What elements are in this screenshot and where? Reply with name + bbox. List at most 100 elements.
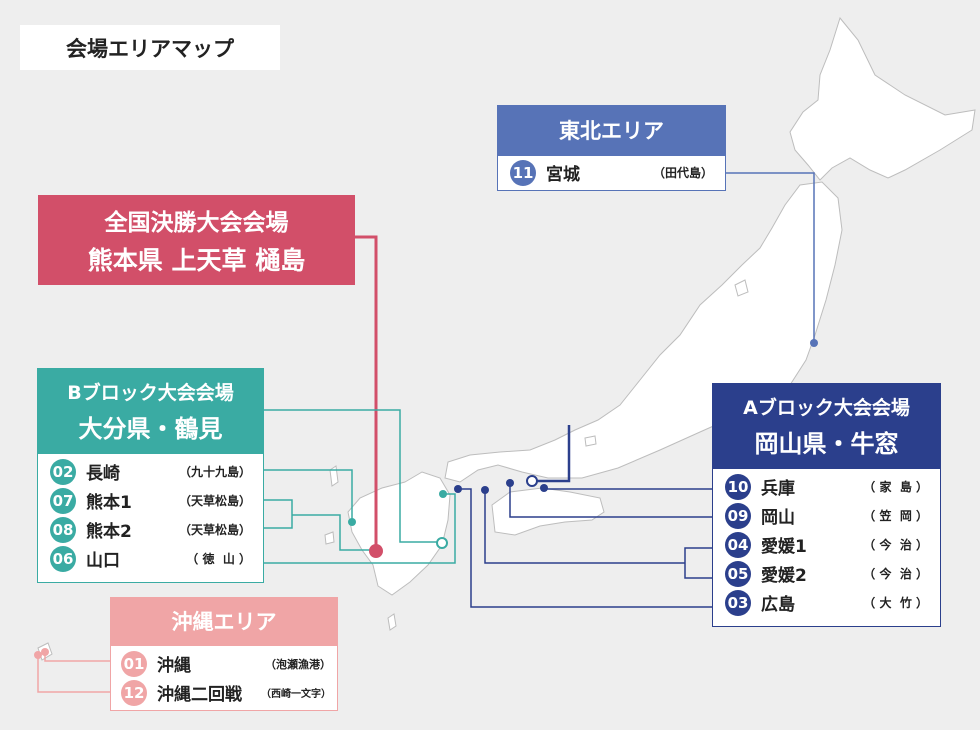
okayama-connector bbox=[509, 483, 712, 518]
venue-sub: （ 徳 山 ） bbox=[186, 552, 251, 566]
block-a-title: Aブロック大会会場 bbox=[743, 396, 910, 419]
shikoku bbox=[491, 487, 605, 536]
tsushima-island bbox=[329, 465, 339, 487]
tohoku-connector bbox=[726, 172, 815, 343]
venue-number-badge: 02 bbox=[50, 458, 76, 485]
venue-number-badge: 12 bbox=[121, 679, 147, 706]
venue-name: 熊本1 bbox=[86, 493, 132, 513]
venue-row: 02 長崎 （九十九島） bbox=[50, 457, 251, 486]
hokkaido bbox=[789, 16, 976, 181]
markers bbox=[34, 339, 818, 659]
goto-island bbox=[324, 531, 335, 545]
block-a-venue: 岡山県・牛窓 bbox=[754, 429, 899, 458]
venue-row: 12 沖縄二回戦 （西崎一文字） bbox=[121, 678, 331, 707]
venue-name: 岡山 bbox=[761, 508, 795, 528]
venue-row: 01 沖縄 （泡瀬漁港） bbox=[121, 649, 331, 678]
venue-number-badge: 10 bbox=[725, 473, 751, 500]
national-final-box: 全国決勝大会会場 熊本県 上天草 樋島 bbox=[38, 195, 355, 285]
venue-sub: （ 笠 岡 ） bbox=[863, 509, 928, 523]
venue-sub: （ 家 島 ） bbox=[863, 480, 928, 494]
nagasaki-marker bbox=[348, 518, 356, 526]
venue-row: 08 熊本2 （天草松島） bbox=[50, 515, 251, 544]
venue-row: 05 愛媛2 （ 今 治 ） bbox=[725, 559, 928, 588]
venue-number-badge: 04 bbox=[725, 531, 751, 558]
venue-sub: （ 今 治 ） bbox=[863, 567, 928, 581]
oita-connector bbox=[264, 409, 442, 543]
kumamoto-connector bbox=[264, 499, 293, 529]
national-connector bbox=[355, 235, 378, 551]
kumamoto-connector-2 bbox=[292, 514, 376, 551]
tohoku-header-label: 東北エリア bbox=[559, 119, 664, 143]
venue-row: 04 愛媛1 （ 今 治 ） bbox=[725, 530, 928, 559]
hishima-marker bbox=[369, 544, 383, 558]
okinawa-connector bbox=[44, 652, 110, 662]
kasaoka-marker bbox=[506, 479, 514, 487]
hiroshima-connector bbox=[458, 488, 712, 608]
venue-sub: （天草松島） bbox=[178, 494, 251, 508]
venue-name: 宮城 bbox=[546, 165, 580, 185]
ushimado-marker bbox=[526, 475, 538, 487]
okinawa-header-label: 沖縄エリア bbox=[171, 610, 277, 634]
imabari-marker bbox=[481, 486, 489, 494]
venue-name: 長崎 bbox=[86, 464, 120, 484]
block-b-header: Bブロック大会会場 大分県・鶴見 bbox=[37, 368, 264, 453]
venue-name: 愛媛1 bbox=[761, 537, 807, 557]
block-a-venue-list: 10 兵庫 （ 家 島 ） 09 岡山 （ 笠 岡 ） 04 愛媛1 （ 今 治… bbox=[712, 468, 941, 627]
venue-number-badge: 03 bbox=[725, 589, 751, 616]
venue-name: 山口 bbox=[86, 551, 120, 571]
yamaguchi-connector bbox=[264, 493, 456, 564]
venue-sub: （ 今 治 ） bbox=[863, 538, 928, 552]
tsurumi-marker bbox=[436, 537, 448, 549]
venue-sub: （西崎一文字） bbox=[261, 689, 331, 700]
venue-row: 09 岡山 （ 笠 岡 ） bbox=[725, 501, 928, 530]
venue-name: 熊本2 bbox=[86, 522, 132, 542]
venue-number-badge: 07 bbox=[50, 487, 76, 514]
venue-number-badge: 09 bbox=[725, 502, 751, 529]
venue-sub: （泡瀬漁港） bbox=[265, 657, 331, 671]
venue-sub: （九十九島） bbox=[178, 465, 251, 479]
venue-number-badge: 06 bbox=[50, 545, 76, 572]
national-final-venue: 熊本県 上天草 樋島 bbox=[87, 246, 306, 275]
map-title: 会場エリアマップ bbox=[20, 25, 280, 70]
oki-island bbox=[584, 435, 597, 447]
venue-row: 06 山口 （ 徳 山 ） bbox=[50, 544, 251, 573]
tanegashima-island bbox=[387, 613, 397, 631]
venue-sub: （ 大 竹 ） bbox=[863, 596, 928, 610]
block-a-header: Aブロック大会会場 岡山県・牛窓 bbox=[712, 383, 941, 468]
venue-number-badge: 11 bbox=[510, 159, 536, 186]
venue-sub: （天草松島） bbox=[178, 523, 251, 537]
ehime-connector bbox=[684, 547, 712, 579]
nishizaki-marker bbox=[34, 651, 42, 659]
block-b-venue-list: 02 長崎 （九十九島） 07 熊本1 （天草松島） 08 熊本2 （天草松島）… bbox=[37, 453, 264, 583]
venue-name: 広島 bbox=[761, 595, 795, 615]
tashirojima-marker bbox=[810, 339, 818, 347]
venue-sub: （田代島） bbox=[652, 166, 713, 180]
venue-row: 07 熊本1 （天草松島） bbox=[50, 486, 251, 515]
block-b-title: Bブロック大会会場 bbox=[67, 381, 234, 404]
block-b-venue: 大分県・鶴見 bbox=[78, 414, 223, 443]
venue-name: 兵庫 bbox=[761, 479, 795, 499]
tohoku-venue-list: 11 宮城 （田代島） bbox=[497, 155, 726, 191]
ehime-connector-2 bbox=[484, 490, 685, 564]
venue-name: 沖縄 bbox=[157, 656, 191, 676]
sado-island bbox=[734, 279, 749, 297]
venue-row: 10 兵庫 （ 家 島 ） bbox=[725, 472, 928, 501]
kyushu bbox=[347, 471, 451, 596]
connector-lines bbox=[37, 172, 815, 693]
awase-marker bbox=[41, 648, 49, 656]
venue-name: 愛媛2 bbox=[761, 566, 807, 586]
ieshima-marker bbox=[540, 484, 548, 492]
otake-marker bbox=[454, 485, 462, 493]
venue-row: 03 広島 （ 大 竹 ） bbox=[725, 588, 928, 617]
tohoku-header: 東北エリア bbox=[497, 105, 726, 155]
okinawa-venue-list: 01 沖縄 （泡瀬漁港） 12 沖縄二回戦 （西崎一文字） bbox=[110, 645, 338, 711]
nagasaki-connector bbox=[264, 469, 353, 522]
ushimado-connector bbox=[532, 425, 571, 483]
okinawa-header: 沖縄エリア bbox=[110, 597, 338, 645]
venue-name: 沖縄二回戦 bbox=[157, 685, 242, 705]
venue-number-badge: 05 bbox=[725, 560, 751, 587]
venue-number-badge: 01 bbox=[121, 650, 147, 677]
venue-row: 11 宮城 （田代島） bbox=[510, 158, 713, 187]
venue-number-badge: 08 bbox=[50, 516, 76, 543]
okinawa-connector-2 bbox=[37, 655, 110, 693]
